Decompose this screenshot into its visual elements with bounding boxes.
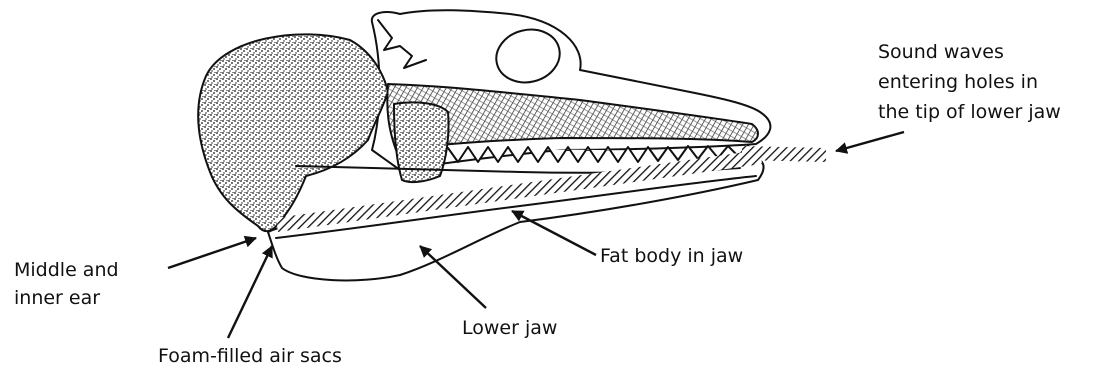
label-middle-inner-ear-line-2: inner ear: [14, 287, 100, 309]
label-middle-inner-ear-line-1: Middle and: [14, 259, 119, 281]
arrow-lower-jaw: [420, 246, 486, 308]
skull-drawing: [198, 10, 770, 280]
label-sound-waves-line-2: entering holes in: [878, 71, 1038, 93]
arrow-middle-ear: [168, 238, 256, 268]
label-sound-waves-line-3: the tip of lower jaw: [878, 101, 1061, 123]
braincase-stippled: [198, 34, 388, 231]
arrow-air-sacs: [228, 246, 272, 338]
label-middle-inner-ear: Middle and inner ear: [14, 259, 125, 309]
label-fat-body: Fat body in jaw: [600, 245, 743, 267]
sound-wave-hatched: [742, 146, 826, 162]
label-lower-jaw: Lower jaw: [462, 317, 557, 339]
label-sound-waves: Sound waves entering holes in the tip of…: [878, 41, 1061, 123]
label-sound-waves-line-1: Sound waves: [878, 41, 1004, 63]
arrow-sound-waves: [836, 132, 904, 151]
label-air-sacs: Foam-filled air sacs: [158, 345, 342, 367]
